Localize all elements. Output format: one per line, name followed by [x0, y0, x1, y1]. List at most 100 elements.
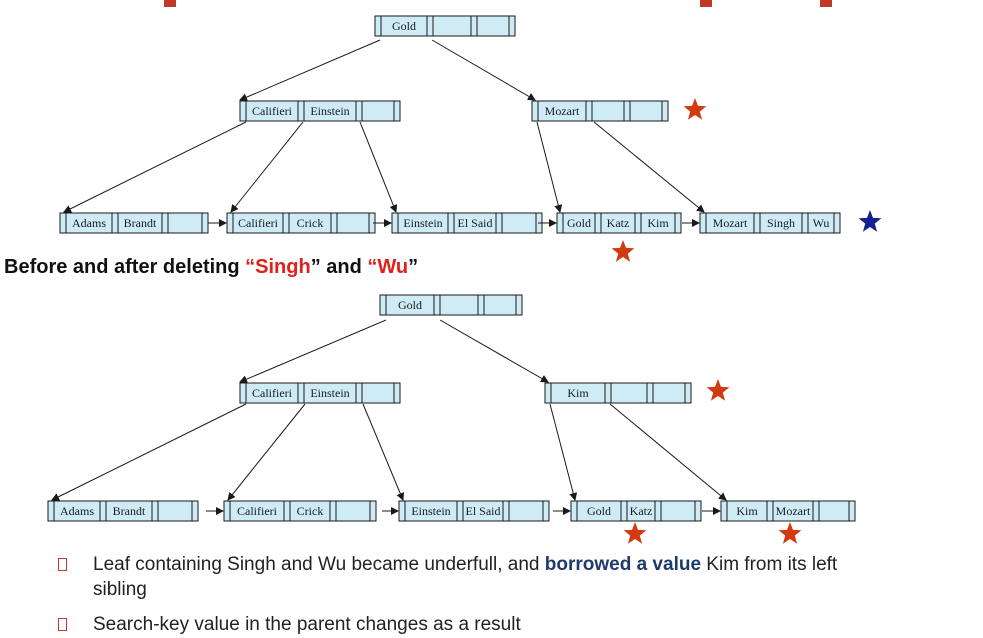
- pointer-cell: [753, 212, 761, 234]
- pointer-cell: [447, 212, 455, 234]
- key-kim: Kim: [647, 216, 669, 230]
- pointer-cell: [812, 500, 820, 522]
- slide-title-fragment: [0, 0, 983, 8]
- pointer-cell: [297, 382, 305, 404]
- pointer-cell: [393, 100, 401, 122]
- edge-root-to-left: [239, 319, 387, 383]
- pointer-cell: [508, 15, 516, 37]
- pointer-cell: [99, 500, 107, 522]
- pointer-cell: [355, 100, 363, 122]
- pointer-cell: [47, 500, 55, 522]
- pointer-cell: [379, 294, 387, 316]
- pointer-cell: [226, 212, 234, 234]
- pointer-cell: [515, 294, 523, 316]
- pointer-cell: [391, 212, 399, 234]
- next-leaf-pointer: [542, 500, 550, 522]
- star-icon: [858, 210, 882, 232]
- pointer-cell: [456, 500, 464, 522]
- star-icon: [611, 240, 635, 262]
- pointer-cell: [594, 212, 602, 234]
- key-cell: [508, 500, 544, 522]
- pointer-cell: [111, 212, 119, 234]
- next-leaf-pointer: [848, 500, 856, 522]
- key-einstein: Einstein: [310, 386, 349, 400]
- pointer-cell: [570, 500, 578, 522]
- key-cell: [335, 500, 371, 522]
- pointer-cell: [684, 382, 692, 404]
- bullet-text: Search-key value in the parent changes a…: [93, 612, 853, 637]
- key-cell: [629, 100, 663, 122]
- key-cell: [361, 100, 395, 122]
- key-mozart: Mozart: [545, 104, 580, 118]
- pointer-cell: [374, 15, 382, 37]
- bullet-marker-icon: [58, 558, 67, 571]
- pointer-cell: [433, 294, 441, 316]
- caption-key-wu: Wu: [377, 256, 409, 278]
- bullet-text: Leaf containing Singh and Wu became unde…: [93, 552, 853, 602]
- key-el-said: El Said: [458, 216, 493, 230]
- bullet-marker-icon: [58, 618, 67, 631]
- key-cell: [610, 382, 648, 404]
- internal-node-mozart: Mozart: [531, 100, 669, 122]
- pointer-cell: [283, 500, 291, 522]
- key-cell: [432, 15, 472, 37]
- diagram-caption: Before and after deleting “Singh” and “W…: [4, 256, 418, 279]
- caption-quote-close-2: ”: [408, 256, 419, 278]
- leaf-gold-katz-kim: Gold Katz Kim: [556, 212, 682, 234]
- pointer-cell: [766, 500, 774, 522]
- pointer-cell: [329, 500, 337, 522]
- key-gold: Gold: [392, 19, 416, 33]
- key-califieri: Califieri: [238, 216, 279, 230]
- key-cell: [157, 500, 193, 522]
- leaf-califieri-crick: Califieri Crick: [223, 500, 377, 522]
- pointer-cell: [585, 100, 593, 122]
- edge-internal-to-leaf: [609, 403, 727, 501]
- internal-node-kim: Kim: [544, 382, 692, 404]
- pointer-cell: [161, 212, 169, 234]
- edge-root-to-right: [431, 39, 536, 101]
- key-brandt: Brandt: [113, 504, 146, 518]
- key-cell: [501, 212, 537, 234]
- pointer-cell: [223, 500, 231, 522]
- caption-quote-open-1: “: [245, 256, 256, 278]
- key-califieri: Califieri: [237, 504, 278, 518]
- key-mozart: Mozart: [776, 504, 811, 518]
- pointer-cell: [59, 212, 67, 234]
- pointer-cell: [801, 212, 809, 234]
- key-cell: [660, 500, 696, 522]
- pointer-cell: [531, 100, 539, 122]
- key-gold: Gold: [567, 216, 591, 230]
- pointer-cell: [661, 100, 669, 122]
- pointer-cell: [623, 100, 631, 122]
- caption-key-singh: Singh: [255, 256, 311, 278]
- edge-internal-to-leaf: [593, 121, 705, 213]
- edge-internal-to-leaf: [230, 121, 304, 213]
- bullet-2-text: Search-key value in the parent changes a…: [93, 614, 521, 635]
- key-cell: [483, 294, 517, 316]
- pointer-cell: [620, 500, 628, 522]
- key-katz: Katz: [607, 216, 630, 230]
- pointer-cell: [477, 294, 485, 316]
- leaf-gold-katz: Gold Katz: [570, 500, 702, 522]
- key-crick: Crick: [297, 216, 324, 230]
- pointer-cell: [634, 212, 642, 234]
- key-katz: Katz: [630, 504, 653, 518]
- key-cell: [167, 212, 203, 234]
- caption-before: Before and after deleting: [4, 256, 246, 278]
- key-kim: Kim: [567, 386, 589, 400]
- key-crick: Crick: [297, 504, 324, 518]
- pointer-cell: [495, 212, 503, 234]
- key-cell: [361, 382, 395, 404]
- key-gold: Gold: [587, 504, 611, 518]
- key-adams: Adams: [72, 216, 106, 230]
- next-leaf-pointer: [369, 500, 377, 522]
- key-cell: [818, 500, 850, 522]
- pointer-cell: [330, 212, 338, 234]
- pointer-cell: [699, 212, 707, 234]
- star-icon: [623, 522, 647, 544]
